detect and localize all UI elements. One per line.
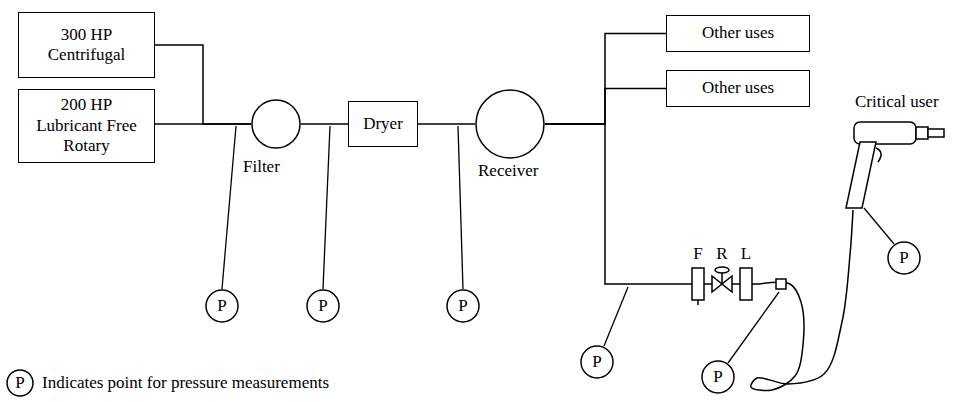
air-pipe: [301, 123, 348, 125]
node-label: R: [710, 244, 734, 263]
legend-sample-mark: P: [6, 369, 34, 397]
critical-user-tool: Critical user: [830, 92, 962, 210]
air-hose: [751, 210, 853, 391]
compressor-box: 300 HP Centrifugal: [18, 12, 155, 78]
node-label: F: [686, 244, 710, 263]
receiver-tank-outline: [475, 89, 545, 159]
air-pipe: [545, 34, 666, 125]
leader-line: [458, 126, 463, 289]
node-label: Receiver: [478, 161, 538, 181]
node-label: Other uses: [702, 78, 774, 98]
leader-line: [728, 292, 779, 363]
end-use-box: Other uses: [666, 70, 810, 107]
leader-line: [222, 126, 236, 289]
pressure-mark: P: [217, 296, 226, 316]
air-pipe: [155, 123, 251, 125]
filter-symbol-outline: [251, 99, 301, 149]
pressure-point: P: [306, 289, 340, 323]
pressure-point: P: [580, 345, 614, 379]
legend-entry: Indicates point for pressure measurement…: [42, 373, 329, 393]
pressure-mark: P: [318, 296, 327, 316]
node-label: Dryer: [363, 114, 403, 134]
node-label: Critical user: [830, 92, 939, 112]
receiver-tank: Receiver: [475, 89, 545, 159]
leader-line: [323, 126, 330, 289]
air-pipe: [418, 123, 475, 125]
air-pipe: [155, 45, 251, 124]
leader-line: [604, 287, 628, 346]
node-label: 200 HP Lubricant Free Rotary: [31, 95, 143, 156]
node-label: Filter: [243, 157, 280, 177]
frl-unit: FRL: [686, 244, 758, 308]
filter-symbol: Filter: [251, 99, 301, 149]
pressure-mark: P: [713, 367, 722, 387]
pressure-point: P: [205, 289, 239, 323]
compressor-box: 200 HP Lubricant Free Rotary: [18, 89, 155, 163]
pressure-point: P: [446, 289, 480, 323]
pressure-mark: P: [15, 373, 24, 393]
air-pipe: [545, 124, 686, 284]
node-label: L: [734, 244, 758, 263]
node-label: 300 HP Centrifugal: [31, 25, 143, 66]
end-use-box: Other uses: [666, 15, 810, 52]
pressure-mark: P: [592, 352, 601, 372]
pressure-mark: P: [458, 296, 467, 316]
dryer-box: Dryer: [348, 101, 418, 147]
pressure-point: P: [701, 360, 735, 394]
hose-fitting: [776, 279, 786, 289]
pressure-mark: P: [899, 248, 908, 268]
pressure-point: P: [887, 241, 921, 275]
air-pipe: [545, 89, 666, 125]
leader-line: [864, 208, 894, 244]
legend-text: Indicates point for pressure measurement…: [42, 373, 329, 393]
node-label: Other uses: [702, 23, 774, 43]
